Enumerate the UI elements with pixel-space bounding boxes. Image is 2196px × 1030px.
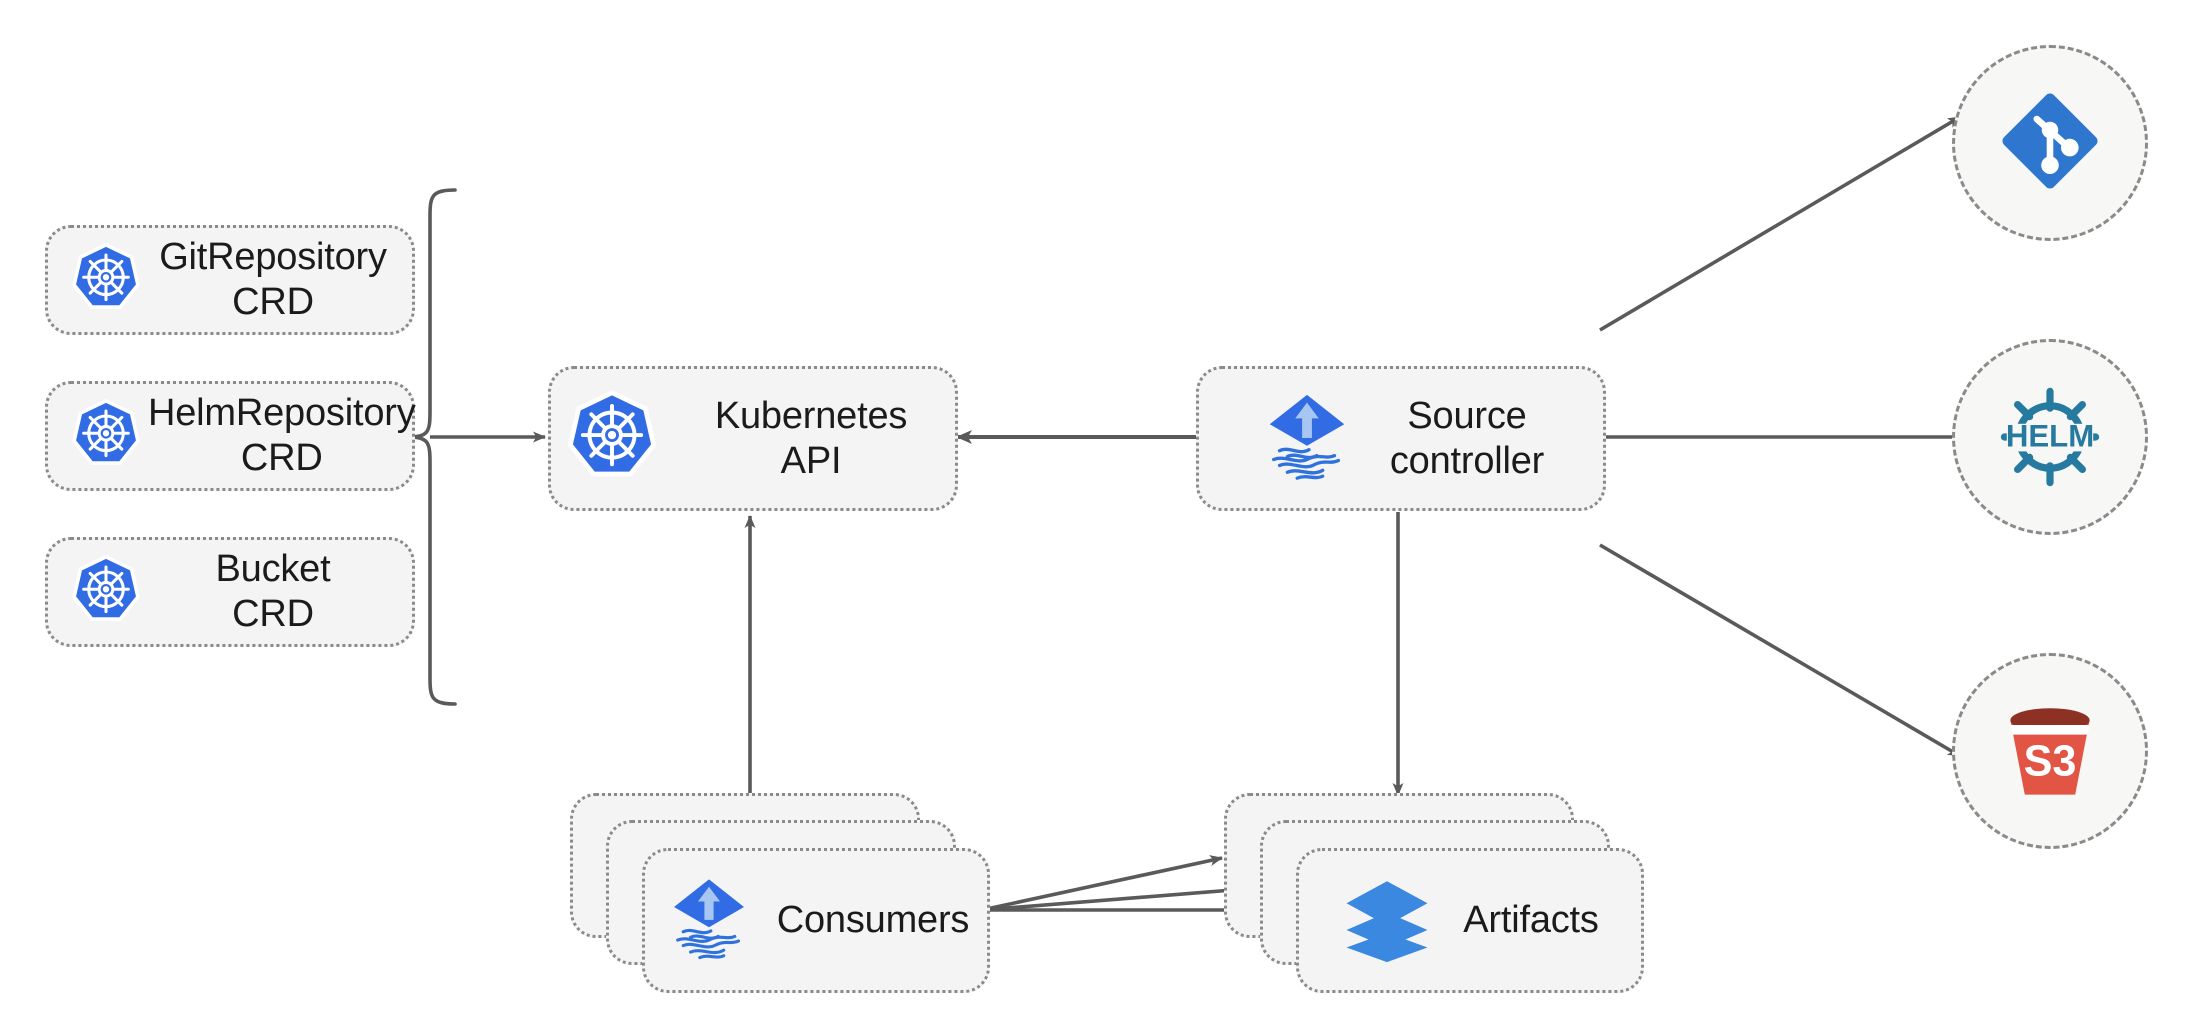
node-source-controller[interactable]: Source controller xyxy=(1196,366,1606,511)
flux-icon xyxy=(1258,387,1356,490)
edge-source-controller-to-git xyxy=(1599,115,1961,332)
node-label: Artifacts xyxy=(1463,899,1599,942)
kubernetes-icon xyxy=(565,389,659,488)
crd-card-helmrepository[interactable]: HelmRepository CRD xyxy=(45,381,416,491)
node-label: Kubernetes API xyxy=(714,394,908,482)
node-label: Source controller xyxy=(1389,394,1545,482)
source-circle-helm[interactable]: HELM xyxy=(1952,339,2148,535)
source-circle-s3[interactable]: S3 xyxy=(1952,653,2148,849)
git-icon xyxy=(1995,86,2105,201)
flux-icon xyxy=(663,872,755,969)
s3-wordmark: S3 xyxy=(2024,737,2077,785)
crd-card-gitrepository[interactable]: GitRepository CRD xyxy=(45,225,415,335)
consumers-layer-front[interactable]: Consumers xyxy=(642,848,990,993)
crd-card-bucket[interactable]: Bucket CRD xyxy=(45,537,415,647)
node-label: Consumers xyxy=(776,899,970,942)
edge-consumers-to-artifacts-back xyxy=(981,855,1223,912)
edge-consumers-to-artifacts-mid xyxy=(981,883,1259,912)
kubernetes-icon xyxy=(70,242,142,319)
node-kubernetes-api[interactable]: Kubernetes API xyxy=(548,366,958,511)
node-artifacts[interactable]: Artifacts xyxy=(1224,793,1644,993)
node-consumers[interactable]: Consumers xyxy=(570,793,990,993)
crd-label: HelmRepository CRD xyxy=(148,392,416,479)
helm-wordmark: HELM xyxy=(2006,419,2094,454)
s3-bucket-icon: S3 xyxy=(1990,689,2110,814)
source-circle-git[interactable] xyxy=(1952,45,2148,241)
artifacts-layer-front[interactable]: Artifacts xyxy=(1296,848,1644,993)
crd-label: GitRepository CRD xyxy=(159,236,387,323)
edge-source-controller-to-s3 xyxy=(1599,543,1961,758)
kubernetes-icon xyxy=(70,554,142,631)
crd-label: Bucket CRD xyxy=(215,548,331,635)
layers-icon xyxy=(1341,872,1433,969)
helm-icon: HELM xyxy=(1990,377,2110,497)
kubernetes-icon xyxy=(70,398,142,475)
